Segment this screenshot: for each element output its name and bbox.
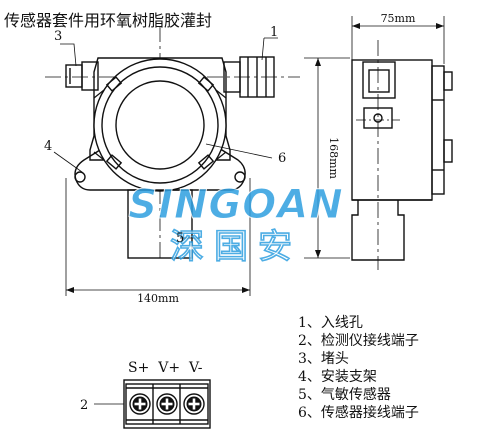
side-view <box>304 16 453 270</box>
callout-2: 2 <box>80 398 88 413</box>
watermark-brand: SINGOAN <box>128 182 343 228</box>
legend-item-3: 3、堵头 <box>298 351 349 367</box>
dim-height-side: 168mm <box>327 137 340 179</box>
legend-item-1: 1、入线孔 <box>298 315 363 331</box>
legend-item-6: 6、传感器接线端子 <box>298 404 419 421</box>
dim-width-side: 75mm <box>381 12 416 25</box>
bracket-hole-left <box>74 171 86 183</box>
dim-width-front: 140mm <box>137 292 179 305</box>
housing-body <box>89 57 231 161</box>
side-body <box>351 59 433 201</box>
terminal-block <box>94 379 211 429</box>
callout-3: 3 <box>54 29 62 44</box>
legend-item-5: 5、气敏传感器 <box>298 386 391 403</box>
watermark-cn: 深国安 <box>170 227 302 267</box>
bracket-hole-right <box>234 171 246 183</box>
plug-left <box>65 64 83 88</box>
front-view <box>45 26 300 296</box>
screw-terminals <box>129 393 205 415</box>
legend-item-2: 2、检测仪接线端子 <box>298 332 419 349</box>
legend-item-4: 4、安装支架 <box>298 369 377 385</box>
screw-icon <box>156 393 178 415</box>
screw-icon <box>129 393 151 415</box>
header-note: 传感器套件用环氧树脂胶灌封 <box>4 11 212 30</box>
legend: 1、入线孔 2、检测仪接线端子 3、堵头 4、安装支架 5、气敏传感器 6、传感… <box>298 315 419 421</box>
sensor-head <box>127 189 193 259</box>
callout-1: 1 <box>270 25 278 40</box>
callout-5: 5 <box>176 231 184 246</box>
screw-icon <box>183 393 205 415</box>
callout-6: 6 <box>278 151 286 166</box>
watermark: SINGOAN 深国安 <box>128 182 343 268</box>
callout-4: 4 <box>44 139 52 154</box>
terminal-labels: S+ V+ V- <box>128 360 203 376</box>
cover-outer <box>93 58 227 192</box>
